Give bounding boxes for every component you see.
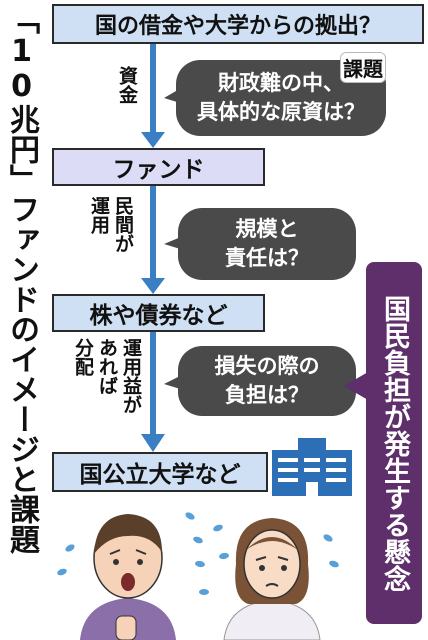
flow-step-universities-label: 国公立大学など	[79, 462, 241, 488]
flow-step-source-label: 国の借金や大学からの拠出？	[94, 14, 381, 39]
bubble-funding-source-line1: 財政難の中、	[218, 71, 344, 95]
sweat-drops-icon	[57, 512, 339, 595]
flow-step-assets: 株や債券など	[52, 294, 265, 332]
worried-people-illustration	[57, 512, 339, 640]
edge-label-funds: 資金	[116, 66, 138, 104]
arrow-2-shaft	[150, 186, 156, 280]
bubble-funding-source: 財政難の中、 具体的な原資は？	[176, 60, 386, 136]
arrow-1-head	[141, 132, 165, 148]
edge-label-private-line1: 民間が	[112, 196, 134, 253]
worried-man-icon	[80, 514, 176, 640]
edge-label-private-operation: 民間が 運用	[88, 196, 134, 253]
arrow-2-head	[141, 278, 165, 294]
edge-label-distribution: 運用益が あれば 分配	[72, 338, 142, 414]
bubble-loss-line1: 損失の際の	[214, 354, 320, 378]
bubble-scale-responsibility: 規模と 責任は？	[178, 208, 356, 280]
bubble-loss-burden: 損失の際の 負担は？	[178, 346, 356, 416]
edge-label-distribution-line3: 分配	[72, 338, 94, 376]
flow-step-fund: ファンド	[52, 148, 265, 186]
university-building-icon	[272, 438, 352, 496]
edge-label-private-line2: 運用	[88, 196, 110, 234]
concern-bar-pointer	[344, 372, 368, 400]
bubble-scale-line1: 規模と	[235, 217, 299, 241]
arrow-3-head	[141, 434, 165, 452]
edge-label-distribution-line1: 運用益が	[120, 338, 142, 414]
flow-step-fund-label: ファンド	[112, 157, 205, 183]
worried-woman-icon	[223, 518, 321, 640]
arrow-1-shaft	[150, 44, 156, 134]
edge-label-distribution-line2: あれば	[96, 338, 118, 395]
flow-step-universities: 国公立大学など	[52, 452, 268, 492]
issue-tag: 課題	[340, 52, 386, 83]
bubble-funding-source-line2: 具体的な原資は？	[197, 100, 365, 124]
flow-step-assets-label: 株や債券など	[89, 303, 228, 329]
concern-bar: 国民負担が発生する懸念	[366, 262, 422, 624]
page-title: 「10兆円」ファンドのイメージと課題	[4, 4, 39, 554]
bubble-loss-line2: 負担は？	[225, 383, 309, 407]
flow-step-source: 国の借金や大学からの拠出？	[52, 4, 424, 44]
arrow-3-shaft	[150, 332, 156, 436]
concern-text: 国民負担が発生する懸念	[379, 294, 410, 592]
bubble-scale-line2: 責任は？	[225, 246, 309, 270]
